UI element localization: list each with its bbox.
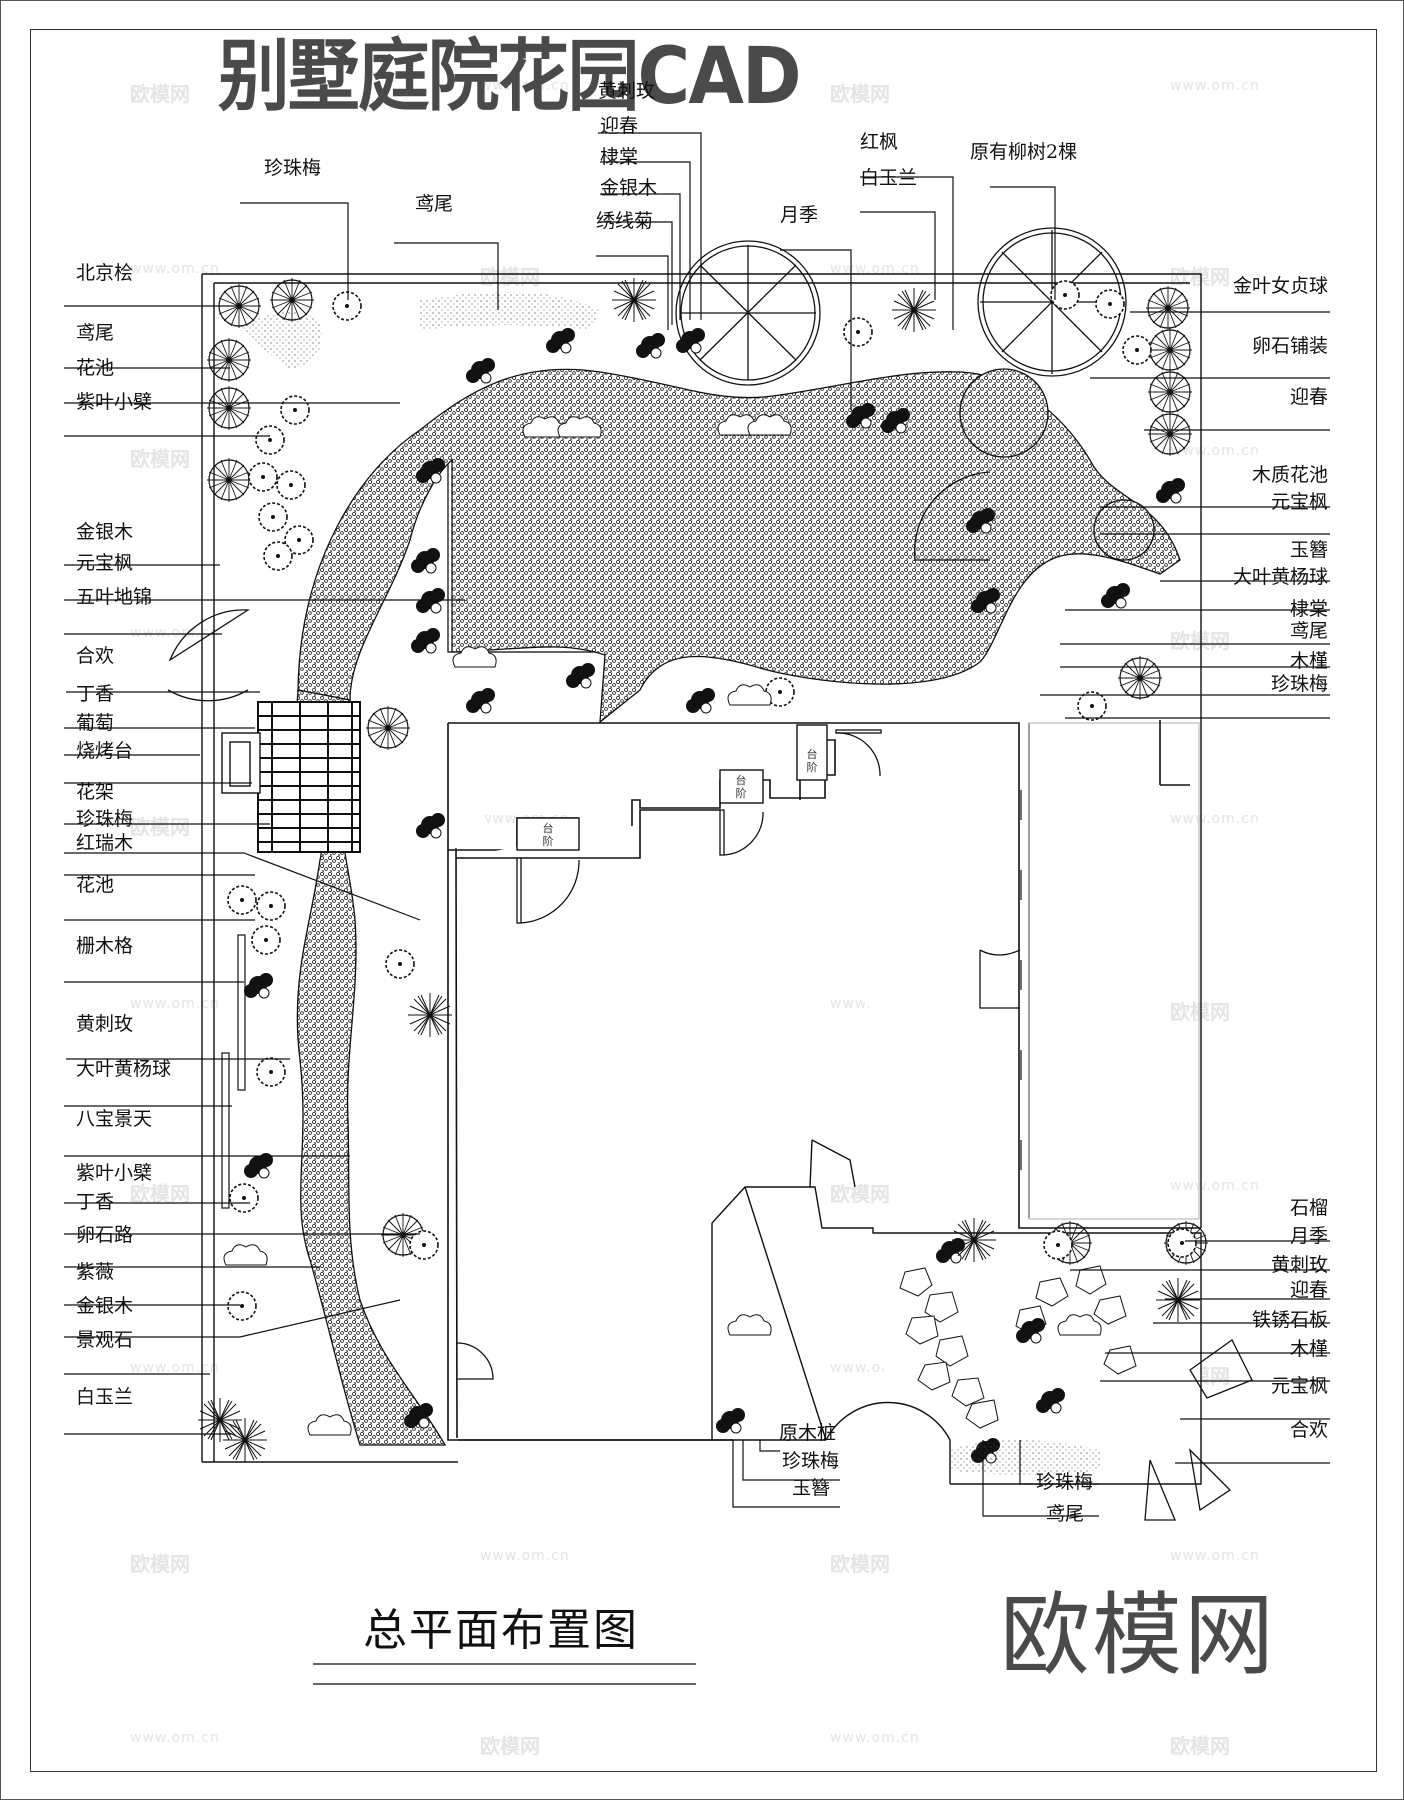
plant-label: 珍珠梅 [76, 808, 134, 830]
plant-label: 珍珠梅 [1036, 1471, 1094, 1493]
plant-label: 棣棠 [600, 146, 639, 168]
steps [516, 724, 828, 851]
drawing-title: 别墅庭院花园CAD [218, 32, 802, 122]
plant-label: 紫叶小檗 [76, 391, 153, 413]
plant-label: 元宝枫 [76, 552, 134, 574]
plant-label: 北京桧 [76, 262, 134, 284]
plant-label: 栅木格 [76, 935, 134, 957]
plant-label: 花池 [76, 874, 115, 896]
plant-label: 紫叶小檗 [76, 1162, 153, 1184]
plant-label: 五叶地锦 [76, 586, 153, 608]
plant-label: 棣棠 [1289, 598, 1328, 620]
plant-label: 鸢尾 [1046, 1503, 1085, 1525]
willow-trees [167, 227, 1253, 1521]
brand-logo-text: 欧模网 [1000, 1583, 1276, 1688]
plant-label: 珍珠梅 [264, 157, 322, 179]
plant-label: 原木桩 [779, 1422, 837, 1444]
trellis [221, 934, 246, 1209]
plant-label: 绣线菊 [596, 210, 654, 232]
plant-label: 鸢尾 [415, 193, 454, 215]
bbq-stand [221, 732, 261, 794]
plant-label: 铁锈石板 [1251, 1309, 1328, 1331]
plant-label: 石榴 [1289, 1197, 1328, 1219]
plant-label: 鸢尾 [1289, 620, 1328, 642]
doors [456, 729, 1021, 1380]
drawing-frame [30, 29, 1377, 1772]
subtitle-underline [313, 1663, 696, 1685]
plant-label: 大叶黄杨球 [76, 1058, 172, 1080]
plant-label: 花架 [76, 781, 115, 803]
plant-label: 金银木 [76, 521, 134, 543]
plant-label: 原有柳树2棵 [970, 141, 1078, 163]
plant-label: 花池 [76, 357, 115, 379]
step-label: 台阶 [735, 774, 747, 800]
stepping-stones [899, 1265, 1137, 1429]
plant-label: 木槿 [1289, 1338, 1328, 1360]
plant-label: 合欢 [76, 645, 115, 667]
plant-label: 红瑞木 [76, 832, 134, 854]
plant-label: 珍珠梅 [782, 1450, 840, 1472]
plant-label: 卵石铺装 [1251, 335, 1328, 357]
plant-label: 烧烤台 [76, 740, 134, 762]
plant-label: 迎春 [1289, 386, 1328, 408]
plant-label: 珍珠梅 [1270, 673, 1328, 695]
plant-label: 鸢尾 [76, 322, 115, 344]
plant-label: 金银木 [76, 1295, 134, 1317]
step-label: 台阶 [542, 822, 554, 848]
plant-label: 玉簪 [792, 1477, 831, 1499]
plant-label: 白玉兰 [76, 1386, 134, 1408]
plant-label: 迎春 [1289, 1279, 1328, 1301]
plan-subtitle: 总平面布置图 [363, 1605, 639, 1656]
plant-label: 金银木 [600, 177, 658, 199]
plant-label: 迎春 [600, 115, 639, 137]
plant-label: 合欢 [1289, 1419, 1328, 1441]
plant-label: 金叶女贞球 [1232, 275, 1328, 297]
plant-label: 黄刺玫 [1270, 1254, 1328, 1276]
plant-label: 紫薇 [76, 1261, 115, 1283]
plant-label: 八宝景天 [76, 1108, 153, 1130]
plant-label: 景观石 [76, 1329, 134, 1351]
pergola [257, 701, 361, 853]
plant-label: 元宝枫 [1270, 491, 1328, 513]
leader-lines [64, 132, 1330, 1517]
plant-label: 木质花池 [1251, 464, 1328, 486]
step-label: 台阶 [806, 748, 818, 774]
plant-label: 红枫 [860, 131, 899, 153]
plant-label: 卵石路 [76, 1224, 134, 1246]
plant-label: 月季 [780, 204, 819, 226]
plant-label: 葡萄 [76, 712, 115, 734]
plant-label: 元宝枫 [1270, 1375, 1328, 1397]
plant-label: 木槿 [1289, 650, 1328, 672]
plant-label: 黄刺玫 [76, 1013, 134, 1035]
plant-label: 玉簪 [1289, 539, 1328, 561]
plant-label: 白玉兰 [860, 167, 918, 189]
plant-label: 大叶黄杨球 [1232, 566, 1328, 588]
pebble-path [296, 368, 1181, 1446]
gravel-areas [240, 292, 1100, 1475]
plant-label: 丁香 [76, 683, 115, 705]
plant-label: 丁香 [76, 1191, 115, 1213]
plant-label: 黄刺玫 [598, 80, 656, 102]
plant-label: 月季 [1289, 1225, 1328, 1247]
